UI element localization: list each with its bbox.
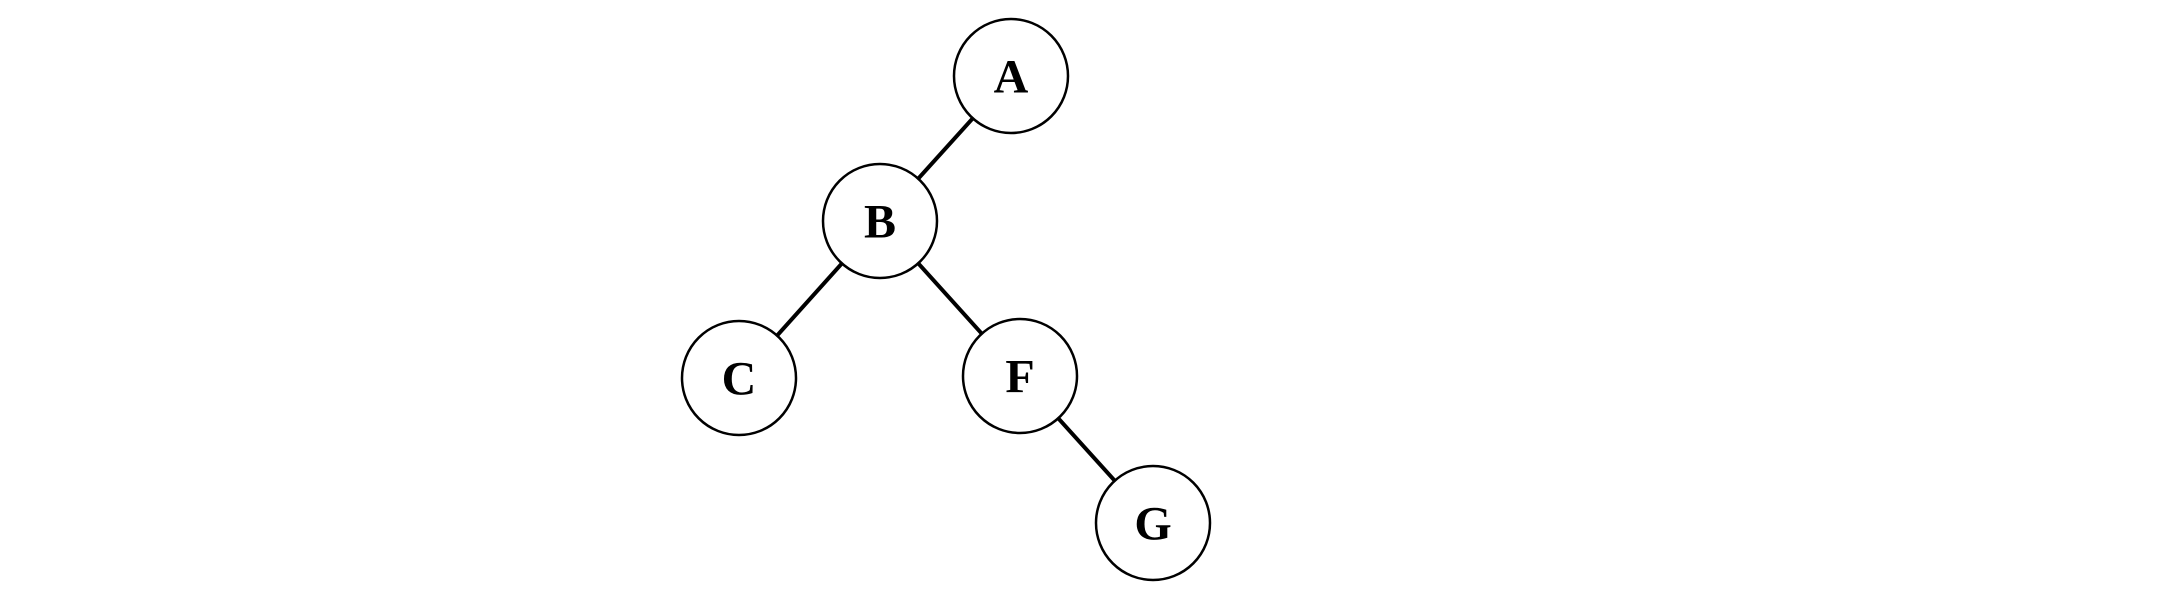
node-F-label: F [1005,350,1034,403]
node-C-label: C [722,352,757,405]
node-B: B [821,162,939,280]
node-B-circle [821,162,939,280]
node-G: G [1094,464,1212,582]
node-A: A [952,17,1070,135]
node-A-circle [952,17,1070,135]
node-C: C [680,319,798,437]
node-C-circle [680,319,798,437]
node-F-circle [961,317,1079,435]
node-A-label: A [994,50,1029,103]
node-B-label: B [864,195,896,248]
node-G-label: G [1134,497,1171,550]
node-F: F [961,317,1079,435]
node-G-circle [1094,464,1212,582]
